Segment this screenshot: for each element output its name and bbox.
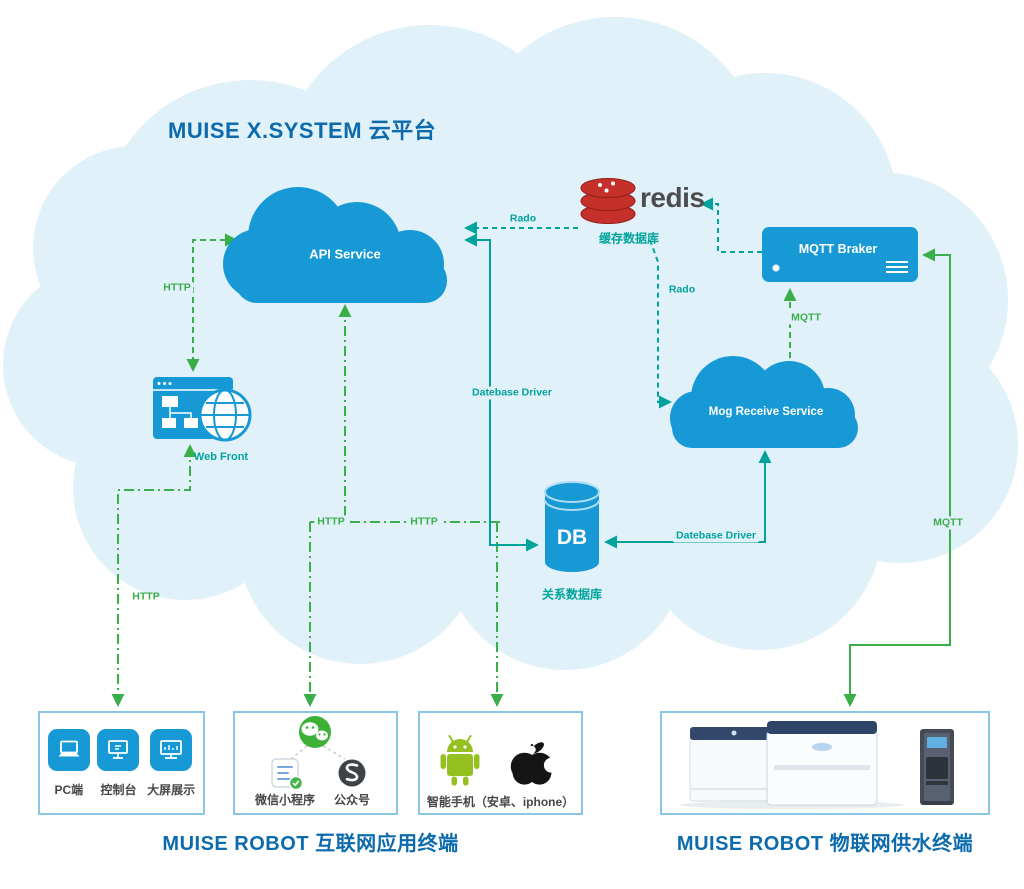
phone-group-graphics bbox=[440, 735, 559, 786]
redis-brand: redis bbox=[640, 182, 705, 213]
edge-label-http: HTTP bbox=[407, 515, 441, 529]
globe-icon bbox=[198, 388, 252, 442]
edge-mqttbroker-redis bbox=[700, 197, 762, 253]
official-account-label: 公众号 bbox=[333, 793, 370, 807]
edge-mqtt-device-broker bbox=[843, 248, 951, 707]
broker-menu-icon bbox=[886, 261, 908, 273]
db-cylinder-icon bbox=[544, 481, 600, 572]
broker-status-dot bbox=[772, 264, 780, 272]
pc-terminal-box: PC端 控制台 大屏展示 bbox=[38, 711, 205, 815]
edge-label-http: HTTP bbox=[314, 515, 348, 529]
sitemap-glyph bbox=[162, 396, 198, 428]
edge-label-mqtt: MQTT bbox=[788, 311, 824, 325]
page-title: MUISE X.SYSTEM 云平台 bbox=[168, 118, 437, 143]
internet-terminal-title: MUISE ROBOT 互联网应用终端 bbox=[162, 833, 459, 855]
edge-label-db-driver: Datebase Driver bbox=[673, 529, 759, 543]
console-column: 控制台 bbox=[97, 729, 140, 798]
db-label: DB bbox=[556, 526, 588, 549]
edge-dbdriver-mog-db bbox=[604, 450, 772, 549]
water-dispenser-tower-icon bbox=[920, 729, 954, 805]
db-caption: 关系数据库 bbox=[541, 587, 603, 602]
wechat-icon bbox=[299, 716, 331, 748]
laptop-icon bbox=[47, 729, 90, 771]
bigscreen-column: 大屏展示 bbox=[147, 729, 195, 798]
bigscreen-label: 大屏展示 bbox=[147, 783, 196, 797]
edge-label-mqtt: MQTT bbox=[930, 516, 966, 530]
edge-http-api-webfront bbox=[186, 233, 238, 372]
edges bbox=[111, 197, 951, 707]
phone-terminal-box: 智能手机（安卓、iphone） bbox=[418, 711, 583, 815]
edge-label-rado: Rado bbox=[668, 283, 696, 296]
webfront-icon bbox=[153, 377, 252, 442]
android-icon bbox=[440, 735, 480, 786]
edge-label-rado: Rado bbox=[509, 212, 537, 225]
official-account-icon bbox=[338, 759, 366, 787]
edge-label-db-driver: Datebase Driver bbox=[469, 386, 555, 400]
miniprogram-label: 微信小程序 bbox=[254, 793, 315, 807]
edge-label-http: HTTP bbox=[160, 281, 194, 295]
water-machine-right-icon bbox=[766, 721, 878, 806]
phone-label: 智能手机（安卓、iphone） bbox=[426, 795, 575, 809]
console-label: 控制台 bbox=[100, 783, 137, 797]
mqtt-broker-label: MQTT Braker bbox=[798, 242, 878, 256]
api-service-label: API Service bbox=[309, 246, 381, 262]
apple-icon bbox=[510, 742, 559, 785]
pc-column: PC端 bbox=[47, 729, 90, 798]
wechat-group-graphics bbox=[271, 716, 366, 791]
edge-rado-redis-mog bbox=[649, 239, 672, 409]
iot-terminal-title: MUISE ROBOT 物联网供水终端 bbox=[676, 833, 974, 855]
bigscreen-icon bbox=[150, 729, 193, 771]
api-service-cloud bbox=[223, 187, 447, 303]
water-machine-left-icon bbox=[689, 727, 779, 802]
webfront-caption: Web Front bbox=[193, 451, 249, 463]
mog-receive-cloud bbox=[670, 356, 858, 448]
redis-caption: 缓存数据库 bbox=[598, 231, 660, 246]
pc-label: PC端 bbox=[54, 783, 84, 797]
miniprogram-icon bbox=[271, 758, 304, 791]
platform-cloud-background bbox=[3, 17, 1018, 670]
redis-icon bbox=[580, 178, 636, 224]
water-machines-graphics bbox=[680, 721, 954, 809]
edge-label-http: HTTP bbox=[132, 590, 160, 603]
edge-http-webfront-box1 bbox=[111, 444, 197, 707]
wechat-terminal-box: 微信小程序 公众号 bbox=[233, 711, 398, 815]
mog-receive-label: Mog Receive Service bbox=[708, 406, 824, 418]
mqtt-broker-box bbox=[762, 227, 918, 282]
console-icon bbox=[97, 729, 140, 771]
water-terminal-box bbox=[660, 711, 990, 815]
